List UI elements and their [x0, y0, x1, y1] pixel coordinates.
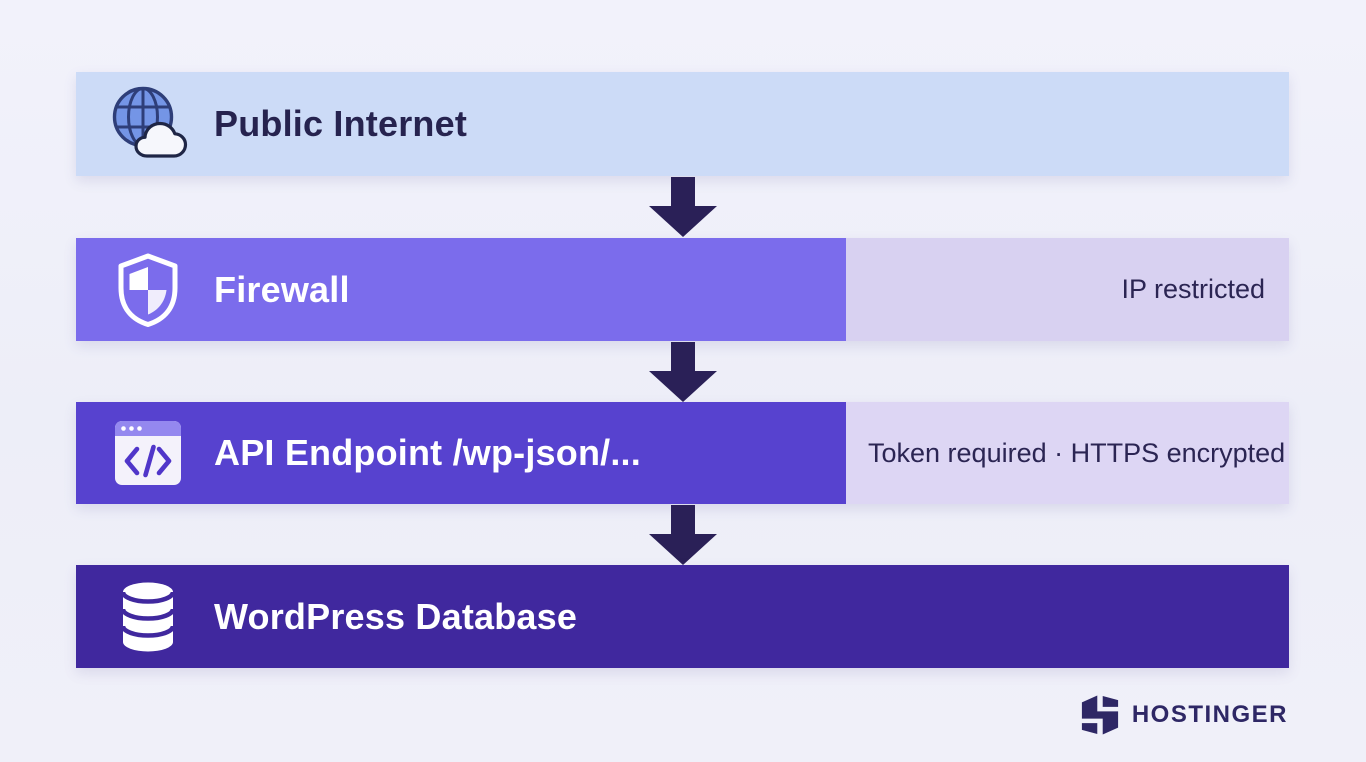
arrow-down-icon — [648, 505, 718, 565]
row-public-internet: Public Internet — [76, 72, 1289, 176]
row-public-internet-main: Public Internet — [76, 72, 1289, 176]
row-wordpress-database-label: WordPress Database — [214, 595, 578, 637]
row-api-endpoint-main: API Endpoint /wp-json/... — [76, 402, 846, 504]
hostinger-logo-icon — [1081, 694, 1119, 736]
arrow-down-icon — [648, 342, 718, 402]
row-api-endpoint-label: API Endpoint /wp-json/... — [214, 432, 641, 473]
annotation-ip-restricted: IP restricted — [1121, 274, 1265, 304]
row-firewall-label: Firewall — [214, 268, 350, 310]
annotation-token-https: Token required · HTTPS encrypted — [868, 437, 1286, 468]
row-wordpress-database: WordPress Database — [76, 565, 1289, 668]
row-api-endpoint: API Endpoint /wp-json/... Token required… — [76, 402, 1289, 504]
code-window-icon — [106, 418, 190, 488]
row-firewall: Firewall IP restricted — [76, 238, 1289, 341]
database-icon — [106, 580, 190, 654]
globe-cloud-icon — [106, 84, 190, 164]
hostinger-brand-name: HOSTINGER — [1131, 701, 1288, 728]
row-firewall-annotation: IP restricted — [846, 238, 1289, 341]
arrow-down-icon — [648, 177, 718, 237]
row-firewall-main: Firewall — [76, 238, 846, 341]
hostinger-brand: HOSTINGER — [1081, 694, 1288, 736]
row-api-endpoint-annotation: Token required · HTTPS encrypted — [846, 402, 1289, 504]
row-public-internet-label: Public Internet — [214, 103, 468, 144]
row-wordpress-database-main: WordPress Database — [76, 565, 1289, 668]
shield-icon — [106, 250, 190, 330]
